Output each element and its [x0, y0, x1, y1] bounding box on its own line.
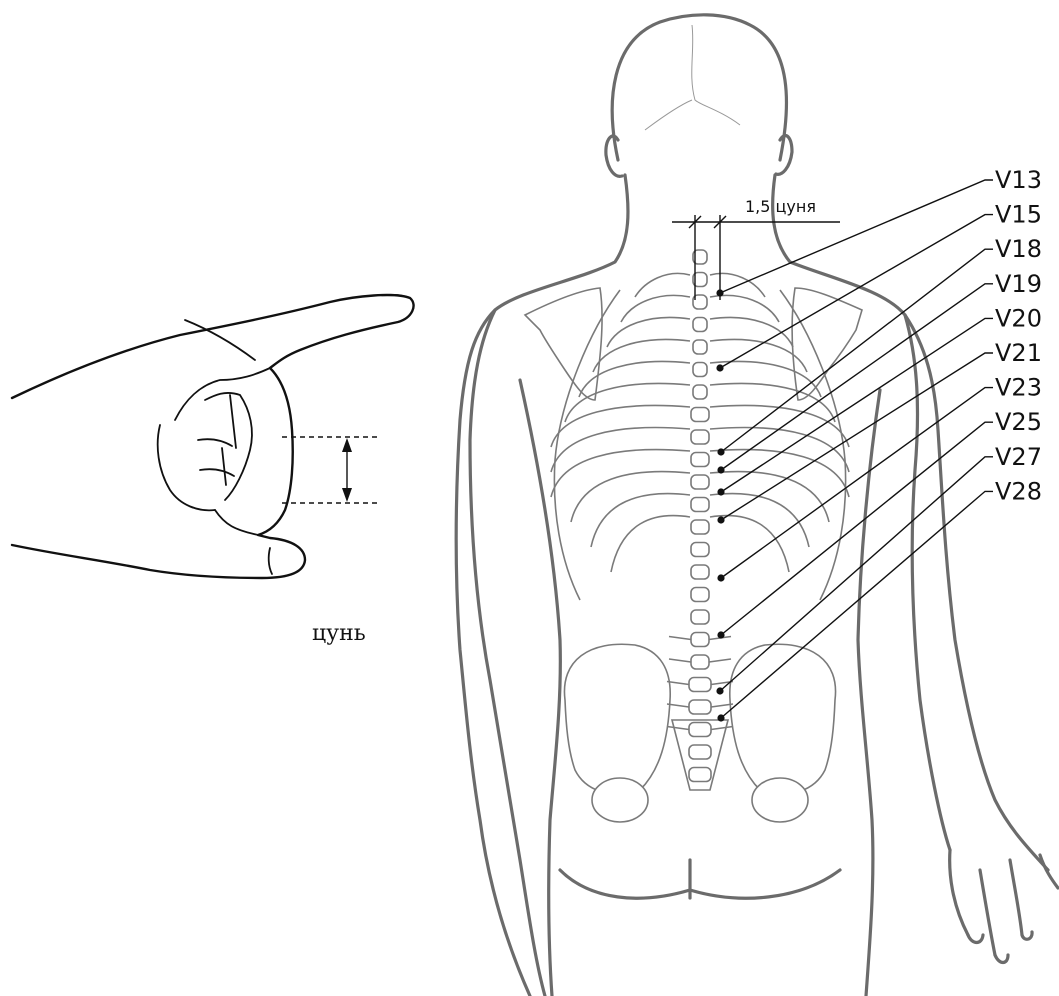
vertebra	[689, 678, 711, 692]
vertebra	[689, 768, 711, 782]
leader-line	[721, 249, 993, 452]
vertebra	[689, 723, 711, 737]
acupoint-label: V15	[995, 201, 1042, 229]
acupoint-dot	[717, 516, 724, 523]
vertebra	[691, 475, 709, 489]
rib-left	[571, 472, 690, 522]
rib-left	[607, 317, 690, 347]
acupoint-label: V13	[995, 166, 1042, 194]
vertebra	[691, 588, 709, 602]
hand-illustration	[12, 295, 414, 578]
acupoint-dot	[717, 488, 724, 495]
vertebra	[691, 543, 709, 557]
rib-left	[635, 273, 690, 297]
skull-suture	[645, 25, 740, 130]
vertebra	[691, 453, 709, 467]
acupoint-label: V19	[995, 270, 1042, 298]
vertebra	[691, 498, 709, 512]
cun-caption: цунь	[312, 621, 366, 646]
vertebra	[691, 408, 709, 422]
vertebra	[691, 655, 709, 669]
vertebra	[693, 318, 707, 332]
leader-line	[721, 388, 993, 578]
acupoint-dot	[717, 631, 724, 638]
vertebra	[693, 385, 707, 399]
acupoint-label: V27	[995, 443, 1042, 471]
rib-right	[710, 406, 849, 447]
vertebra	[693, 363, 707, 377]
acupoint-dot	[716, 364, 723, 371]
vertebra	[691, 520, 709, 534]
acupoint-label: V21	[995, 339, 1042, 367]
acupoint-label: V20	[995, 304, 1042, 332]
rib-right	[710, 516, 789, 572]
acupoint-dot	[716, 289, 723, 296]
rib-left	[591, 494, 690, 547]
acupoint-dot	[717, 574, 724, 581]
acupoint-dot	[717, 466, 724, 473]
leader-line	[721, 353, 993, 520]
rib-left	[611, 516, 690, 572]
acupoint-label: V18	[995, 235, 1042, 263]
vertebra	[689, 700, 711, 714]
vertebra	[691, 565, 709, 579]
acupoint-dot	[717, 448, 724, 455]
rib-left	[551, 406, 690, 447]
rib-right	[710, 494, 809, 547]
acupoint-label: V28	[995, 477, 1042, 505]
vertebra	[691, 430, 709, 444]
acupoint-dot	[717, 714, 724, 721]
acupoint-label: V23	[995, 374, 1042, 402]
vertebra	[691, 610, 709, 624]
rib-right	[710, 450, 849, 497]
rib-right	[710, 472, 829, 522]
acupoint-label: V25	[995, 408, 1042, 436]
vertebra	[693, 340, 707, 354]
scale-label: 1,5 цуня	[745, 197, 816, 216]
vertebra	[691, 633, 709, 647]
vertebra	[689, 745, 711, 759]
rib-left	[551, 450, 690, 497]
acupoint-dot	[716, 687, 723, 694]
